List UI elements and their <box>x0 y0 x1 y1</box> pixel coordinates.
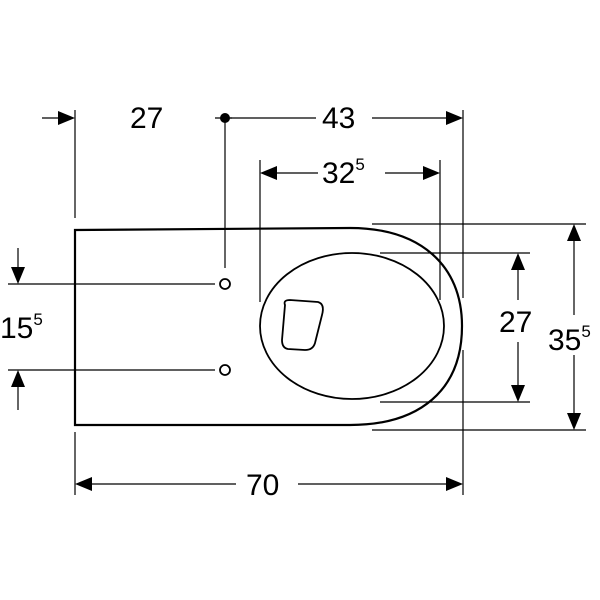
dim-total-length: 70 <box>75 469 463 502</box>
dim-total-length-label: 70 <box>246 469 279 502</box>
dim-left-to-fixing-label: 27 <box>130 102 163 135</box>
dim-fixing-to-front: 43 <box>230 102 463 135</box>
dim-fixing-spacing-label: 155 <box>0 310 43 345</box>
dim-bowl-width: 355 <box>548 224 591 430</box>
dim-fixing-to-front-label: 43 <box>322 102 355 135</box>
flush-outlet <box>281 299 324 351</box>
seat-opening <box>259 252 445 400</box>
bowl-outline <box>73 226 464 427</box>
dim-opening-length: 325 <box>260 155 440 190</box>
dim-opening-width-label: 27 <box>499 306 532 339</box>
dim-opening-width: 27 <box>499 253 532 402</box>
dim-fixing-spacing: 155 <box>0 248 43 410</box>
dim-bowl-width-label: 355 <box>548 322 591 357</box>
fixing-hole-lower <box>219 364 231 376</box>
fixing-hole-upper <box>219 278 231 290</box>
dim-opening-length-label: 325 <box>322 155 365 190</box>
dim-left-to-fixing: 27 <box>42 102 232 135</box>
